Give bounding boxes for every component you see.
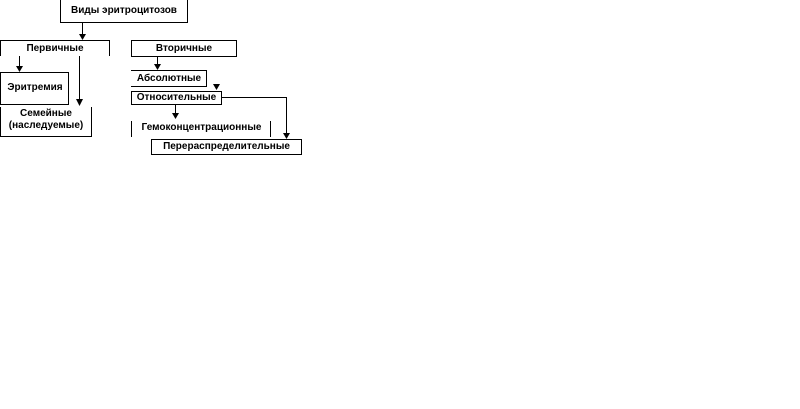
node-redistribution: Перераспределительные	[163, 141, 290, 152]
arrow-absolute	[154, 64, 161, 70]
arrow-primary	[79, 34, 86, 40]
arrow-redistribution	[283, 133, 290, 139]
redistribution-box	[151, 139, 302, 155]
node-relative: Относительные	[136, 92, 217, 103]
node-familial-line1: Семейные	[20, 108, 72, 119]
node-hemoconcentration: Гемоконцентрационные	[141, 122, 262, 133]
arrow-hemo	[172, 113, 179, 119]
node-erythremia: Эритремия	[7, 82, 63, 93]
arrow-relative	[213, 84, 220, 90]
secondary-box	[131, 40, 237, 57]
node-secondary: Вторичные	[155, 43, 213, 54]
arrow-familial	[76, 99, 83, 106]
erythremia-box	[0, 72, 69, 105]
node-familial-line2: (наследуемые)	[8, 120, 84, 131]
node-absolute: Абсолютные	[136, 73, 202, 84]
node-primary: Первичные	[26, 43, 84, 54]
node-root: Виды эритроцитозов	[71, 5, 177, 16]
arrow-erythremia	[16, 66, 23, 72]
node-familial: Семейные (наследуемые)	[1, 108, 91, 132]
